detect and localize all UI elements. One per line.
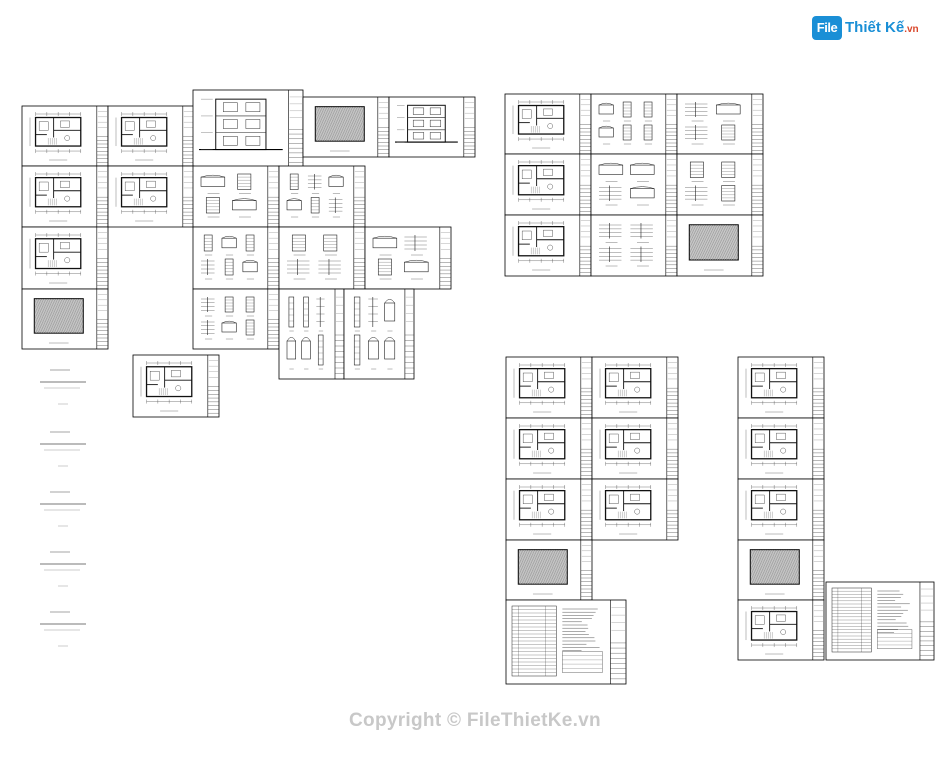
drawing-sheet bbox=[107, 105, 195, 167]
drawing-sheet bbox=[192, 165, 280, 228]
drawing-sheet bbox=[737, 539, 825, 601]
drawing-sheet bbox=[505, 539, 593, 601]
drawing-sheet bbox=[192, 226, 280, 290]
drawing-sheet bbox=[505, 599, 627, 685]
drawing-sheet bbox=[737, 417, 825, 480]
drawing-sheet bbox=[192, 288, 280, 350]
drawing-sheet bbox=[132, 354, 220, 418]
drawing-sheet bbox=[505, 478, 593, 541]
drawing-sheet bbox=[676, 214, 764, 277]
drawing-sheet bbox=[192, 89, 304, 168]
drawing-sheet bbox=[591, 356, 679, 419]
drawing-sheet bbox=[737, 599, 825, 661]
drawing-sheet bbox=[107, 165, 195, 228]
drawing-sheet bbox=[825, 581, 935, 661]
logo-file-badge: File bbox=[812, 16, 842, 40]
drawing-sheet bbox=[591, 417, 679, 480]
drawing-sheet bbox=[21, 105, 109, 167]
drawing-sheet bbox=[504, 153, 592, 216]
drawing-sheet bbox=[388, 96, 476, 158]
site-logo: File Thiết Kế.vn bbox=[812, 14, 932, 44]
drawing-sheet bbox=[21, 288, 109, 350]
copyright-watermark: Copyright © FileThietKe.vn bbox=[349, 710, 601, 731]
drawing-sheet bbox=[505, 417, 593, 480]
drawing-sheet bbox=[590, 153, 678, 216]
drawing-sheet bbox=[504, 93, 592, 155]
drawing-sheet bbox=[737, 356, 825, 419]
drawing-sheet bbox=[737, 478, 825, 541]
drawing-sheet bbox=[504, 214, 592, 277]
logo-wordmark: Thiết Kế.vn bbox=[845, 19, 919, 36]
drawing-sheet bbox=[505, 356, 593, 419]
drawing-sheet bbox=[676, 153, 764, 216]
logo-domain-suffix: .vn bbox=[904, 24, 919, 35]
drawing-sheet bbox=[590, 214, 678, 277]
drawing-sheet bbox=[278, 288, 345, 380]
drawing-sheet bbox=[676, 93, 764, 155]
drawing-sheet bbox=[591, 478, 679, 541]
drawing-sheet bbox=[21, 226, 109, 290]
logo-main-text: Thiết Kế bbox=[845, 19, 905, 36]
drawing-sheet bbox=[278, 165, 366, 228]
drawing-sheet bbox=[343, 288, 415, 380]
drawing-sheet bbox=[302, 96, 390, 158]
drawing-sheet bbox=[21, 165, 109, 228]
drawing-sheet bbox=[590, 93, 678, 155]
title-list-blocks bbox=[40, 369, 86, 647]
drawing-sheet bbox=[364, 226, 452, 290]
drawing-sheet bbox=[278, 226, 366, 290]
